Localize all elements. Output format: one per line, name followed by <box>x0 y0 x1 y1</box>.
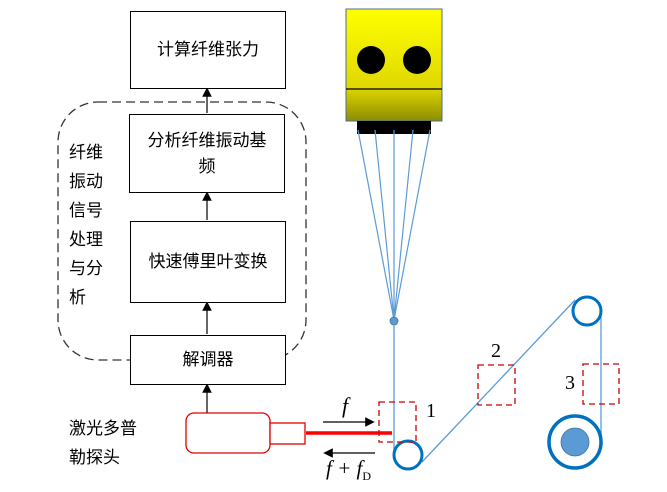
signal-out-text: f <box>342 393 349 418</box>
measure-position-1 <box>378 401 417 443</box>
block-fundamental-frequency-text: 分析纤维振动基频 <box>147 130 267 177</box>
roller-2 <box>571 295 603 327</box>
measure-position-3 <box>582 363 620 405</box>
signal-in-subscript: D <box>362 469 372 484</box>
filament-fan <box>357 129 431 321</box>
processing-group-frame <box>57 101 307 361</box>
fiber-path <box>393 299 602 463</box>
spinneret-hole-left <box>357 46 385 74</box>
position-label-3: 3 <box>565 372 575 394</box>
signal-in-label: f + fD <box>326 456 371 484</box>
measure-position-2 <box>477 364 516 406</box>
signal-out-label: f <box>342 393 348 419</box>
processing-group-label: 纤维振动信号处理与分析 <box>69 143 103 308</box>
block-fft-text: 快速傅里叶变换 <box>148 252 268 272</box>
block-fft: 快速傅里叶变换 <box>130 221 286 303</box>
block-demodulator: 解调器 <box>130 335 286 385</box>
roller-1 <box>392 439 424 471</box>
block-fundamental-frequency: 分析纤维振动基频 <box>129 114 285 193</box>
spinneret-hole-right <box>403 46 431 74</box>
measure-markers <box>378 363 620 443</box>
block-demodulator-text: 解调器 <box>182 350 234 370</box>
winding-core <box>560 427 590 457</box>
position-label-1: 1 <box>426 400 436 422</box>
laser-probe-label: 激光多普勒探头 <box>69 419 137 468</box>
signal-in-text: f + f <box>326 456 363 480</box>
block-calc-tension: 计算纤维张力 <box>130 11 286 89</box>
block-calc-tension-text: 计算纤维张力 <box>157 40 259 60</box>
laser-probe-body <box>185 412 271 454</box>
position-label-2: 2 <box>491 340 501 362</box>
laser-probe-nozzle <box>269 422 306 445</box>
